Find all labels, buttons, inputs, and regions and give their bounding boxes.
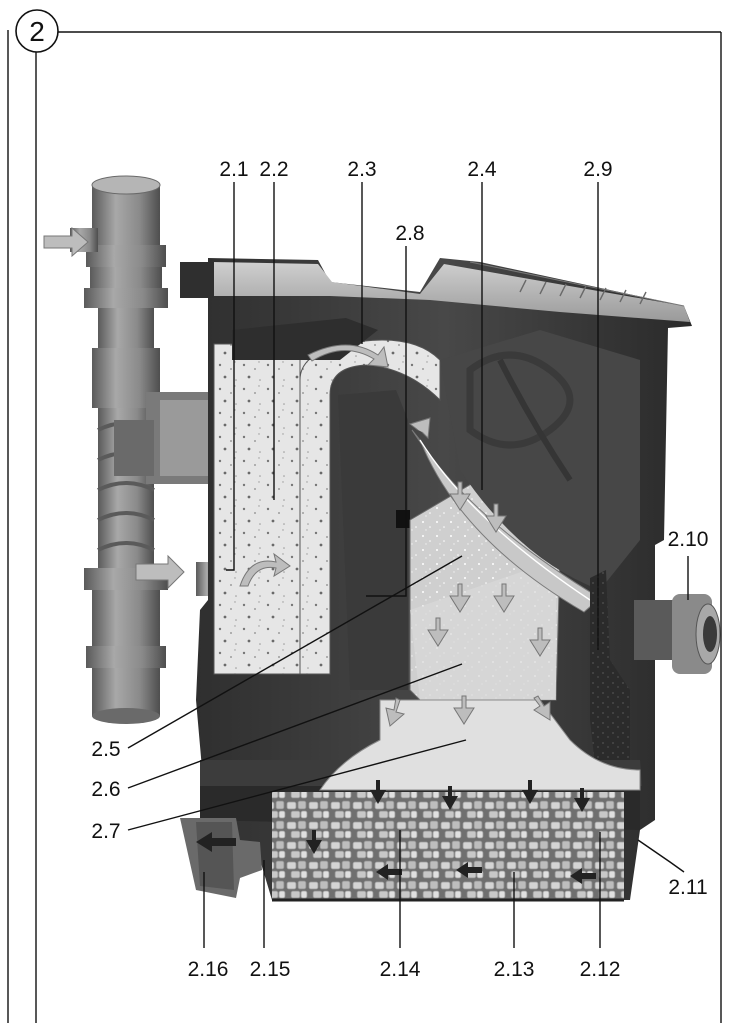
label-2-8: 2.8	[395, 222, 424, 245]
flow-arrow-down-8	[453, 695, 475, 725]
label-2-6: 2.6	[91, 778, 120, 801]
flow-arrow-down-4	[449, 583, 471, 613]
flow-arrow-down-10	[533, 695, 551, 721]
figure-number-badge: 2	[15, 9, 59, 53]
label-2-5: 2.5	[91, 738, 120, 761]
label-2-10: 2.10	[668, 528, 709, 551]
side-mesh-channel	[590, 570, 630, 810]
figure-number: 2	[29, 16, 45, 47]
flow-arrow-down-7	[427, 617, 449, 647]
inlet-arrow-top	[43, 226, 89, 258]
callout-labels: 2.1 2.2 2.3 2.4 2.9 2.8 2.10 2.5 2.6 2.7…	[91, 158, 708, 981]
flow-arrow-down-5	[493, 583, 515, 613]
outlet-arrow	[196, 832, 236, 852]
leader-2-6	[127, 663, 463, 789]
flow-arrow-media-left-1	[376, 864, 402, 880]
upper-outlet-chamber	[440, 330, 640, 590]
flow-arrow-down-9	[385, 697, 406, 727]
leader-2-7	[127, 739, 467, 831]
filter-media-basket	[272, 792, 624, 902]
flow-arrow-media-5	[574, 788, 590, 812]
flow-arrow-media-left-3	[570, 868, 596, 884]
flow-arrow-down-2	[449, 481, 471, 511]
leader-2-5	[127, 555, 463, 749]
vertical-inlet-pipe	[70, 175, 226, 724]
flow-arrow-down-6	[529, 627, 551, 657]
label-2-1: 2.1	[219, 158, 248, 181]
label-2-16: 2.16	[188, 958, 229, 981]
flow-arrow-media-2	[370, 780, 386, 804]
flow-arrow-media-3	[442, 786, 458, 810]
distribution-spout	[319, 699, 641, 791]
label-2-12: 2.12	[580, 958, 621, 981]
flow-arrow-media-4	[522, 780, 538, 804]
label-2-15: 2.15	[250, 958, 291, 981]
label-2-4: 2.4	[467, 158, 497, 181]
label-2-14: 2.14	[380, 958, 421, 981]
flow-arrow-media-1	[306, 830, 322, 854]
flow-arrow-curl	[239, 552, 291, 587]
label-2-11: 2.11	[668, 876, 707, 899]
right-outlet-connector	[634, 594, 721, 674]
label-2-7: 2.7	[91, 820, 120, 843]
flow-arrow-down-1	[408, 417, 431, 440]
flow-arrow-media-left-2	[456, 862, 482, 878]
label-2-9: 2.9	[583, 158, 612, 181]
inlet-arrow-bottom	[135, 554, 185, 590]
label-2-3: 2.3	[347, 158, 376, 181]
figure-frame	[7, 30, 722, 1023]
label-2-13: 2.13	[494, 958, 535, 981]
label-2-2: 2.2	[259, 158, 288, 181]
media-flow-arrows	[196, 780, 596, 884]
leader-2-1	[226, 182, 235, 571]
leader-lines	[127, 182, 689, 948]
leader-2-11	[637, 839, 685, 873]
flow-arrow-over	[307, 344, 389, 368]
central-baffle	[338, 390, 410, 690]
pipe-bracket	[114, 392, 214, 484]
flow-arrow-down-3	[485, 503, 507, 533]
flow-arrows	[43, 226, 551, 727]
leader-2-8	[366, 246, 407, 597]
